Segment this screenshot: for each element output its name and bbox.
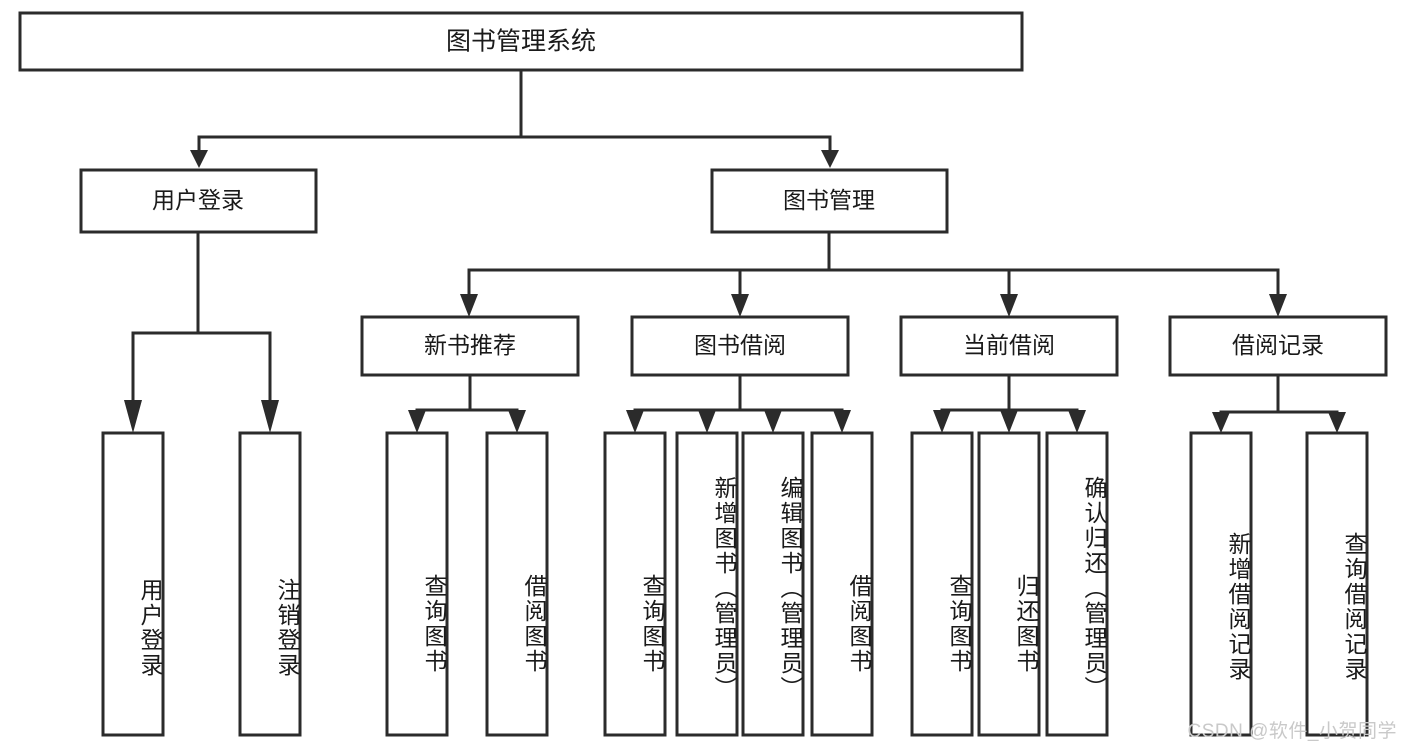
csdn-watermark: CSDN @软件_小贺同学 <box>1187 721 1397 742</box>
book-manage-box-label: 图书管理 <box>783 187 875 213</box>
node-user-login[interactable]: 用户登录 <box>79 168 318 234</box>
leaf-box-record-add[interactable] <box>1189 431 1253 737</box>
leaf-box-current-return-book[interactable] <box>977 431 1041 737</box>
leaf-box-recommend-borrow-book[interactable] <box>485 431 549 737</box>
arrow-root-to-login-icon <box>190 150 208 168</box>
node-borrow-record[interactable]: 借阅记录 <box>1168 315 1388 377</box>
new-book-recommend-box-rect <box>360 315 580 377</box>
arrow-manage-c2-icon <box>731 294 749 317</box>
arrow-borrow-leaf2-icon <box>698 410 716 433</box>
root-box-label: 图书管理系统 <box>446 28 596 56</box>
arrow-borrow-leaf3-icon <box>764 410 782 433</box>
arrow-current-leaf1-icon <box>933 410 951 433</box>
node-current-borrow[interactable]: 当前借阅 <box>899 315 1119 377</box>
arrow-login-leaf1-icon <box>124 400 142 433</box>
leaf-box-recommend-query-book[interactable] <box>385 431 449 737</box>
borrow-record-box-label: 借阅记录 <box>1232 332 1324 358</box>
arrow-login-leaf2-icon <box>261 400 279 433</box>
node-root[interactable]: 图书管理系统 <box>18 11 1024 72</box>
node-book-manage[interactable]: 图书管理 <box>710 168 949 234</box>
arrow-record-leaf2-icon <box>1328 412 1346 433</box>
leaf-box-record-query[interactable] <box>1305 431 1369 737</box>
leaf-box-logout[interactable] <box>238 431 302 737</box>
leaf-box-borrow-add-book[interactable] <box>675 431 739 737</box>
new-book-recommend-box-label: 新书推荐 <box>424 332 516 358</box>
arrow-borrow-leaf4-icon <box>833 410 851 433</box>
arrow-current-leaf3-icon <box>1068 410 1086 433</box>
root-box-rect <box>18 11 1024 72</box>
borrow-record-box-rect <box>1168 315 1388 377</box>
book-borrow-box-rect <box>630 315 850 377</box>
arrow-recommend-leaf1-icon <box>408 410 426 433</box>
arrow-manage-c1-icon <box>460 294 478 317</box>
book-manage-box-rect <box>710 168 949 234</box>
leaf-box-current-query-book[interactable] <box>910 431 974 737</box>
node-new-book-recommend[interactable]: 新书推荐 <box>360 315 580 377</box>
user-login-box-label: 用户登录 <box>152 187 244 213</box>
leaf-box-borrow-lend-book[interactable] <box>810 431 874 737</box>
arrow-manage-c3-icon <box>1000 294 1018 317</box>
node-book-borrow[interactable]: 图书借阅 <box>630 315 850 377</box>
leaf-box-borrow-query-book[interactable] <box>603 431 667 737</box>
leaf-box-user-login[interactable] <box>101 431 165 737</box>
leaf-box-current-confirm-return[interactable] <box>1045 431 1109 737</box>
arrow-recommend-leaf2-icon <box>508 410 526 433</box>
arrow-root-to-manage-icon <box>821 150 839 168</box>
book-borrow-box-label: 图书借阅 <box>694 332 786 358</box>
arrow-record-leaf1-icon <box>1212 412 1230 433</box>
current-borrow-box-label: 当前借阅 <box>963 332 1055 358</box>
leaf-box-borrow-edit-book[interactable] <box>741 431 805 737</box>
current-borrow-box-rect <box>899 315 1119 377</box>
arrow-manage-c4-icon <box>1269 294 1287 317</box>
arrow-borrow-leaf1-icon <box>626 410 644 433</box>
arrow-current-leaf2-icon <box>1000 410 1018 433</box>
